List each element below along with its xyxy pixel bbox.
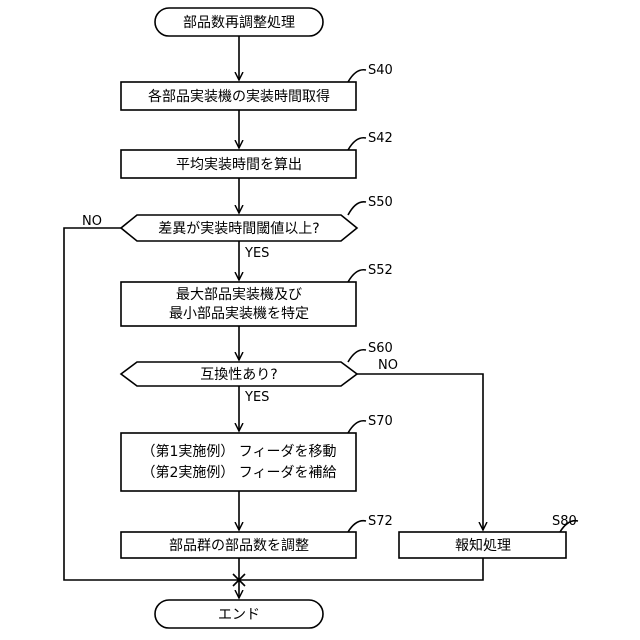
no-label-s50: NO xyxy=(82,214,102,229)
step-id-s80: S80 xyxy=(552,514,577,529)
process-text-s52-line1: 最大部品実装機及び xyxy=(176,287,302,303)
process-text-s70-line2: （第2実施例） フィーダを補給 xyxy=(141,464,336,481)
leader-s42 xyxy=(348,138,366,150)
leader-s72 xyxy=(348,521,366,532)
leader-s70 xyxy=(348,421,366,433)
process-text-s52-line2: 最小部品実装機を特定 xyxy=(169,306,309,322)
connector-s80-merge xyxy=(239,558,483,580)
process-text-s80: 報知処理 xyxy=(455,537,511,554)
connector-s50-no xyxy=(64,228,239,580)
end-label: エンド xyxy=(218,607,260,623)
yes-label-s50: YES xyxy=(244,246,269,261)
yes-label-s60: YES xyxy=(244,390,269,405)
leader-s52 xyxy=(348,270,366,282)
process-box-s70 xyxy=(121,433,356,491)
step-id-s70: S70 xyxy=(368,414,393,429)
step-id-s52: S52 xyxy=(368,263,393,278)
connector-s60-no xyxy=(357,374,483,530)
leader-s60 xyxy=(348,350,366,362)
decision-text-s50: 差異が実装時間閾値以上? xyxy=(158,221,319,237)
leader-s50 xyxy=(348,202,366,215)
decision-text-s60: 互換性あり? xyxy=(200,367,277,383)
process-text-s70-line1: （第1実施例） フィーダを移動 xyxy=(141,443,336,460)
step-id-s72: S72 xyxy=(368,514,393,529)
process-text-s42: 平均実装時間を算出 xyxy=(176,157,302,173)
process-text-s72: 部品群の部品数を調整 xyxy=(169,538,309,554)
no-label-s60: NO xyxy=(378,358,398,373)
step-id-s42: S42 xyxy=(368,131,393,146)
process-text-s40: 各部品実装機の実装時間取得 xyxy=(148,88,330,105)
step-id-s50: S50 xyxy=(368,195,393,210)
leader-s40 xyxy=(348,70,366,82)
start-label: 部品数再調整処理 xyxy=(183,15,295,31)
step-id-s40: S40 xyxy=(368,63,393,78)
step-id-s60: S60 xyxy=(368,341,393,356)
